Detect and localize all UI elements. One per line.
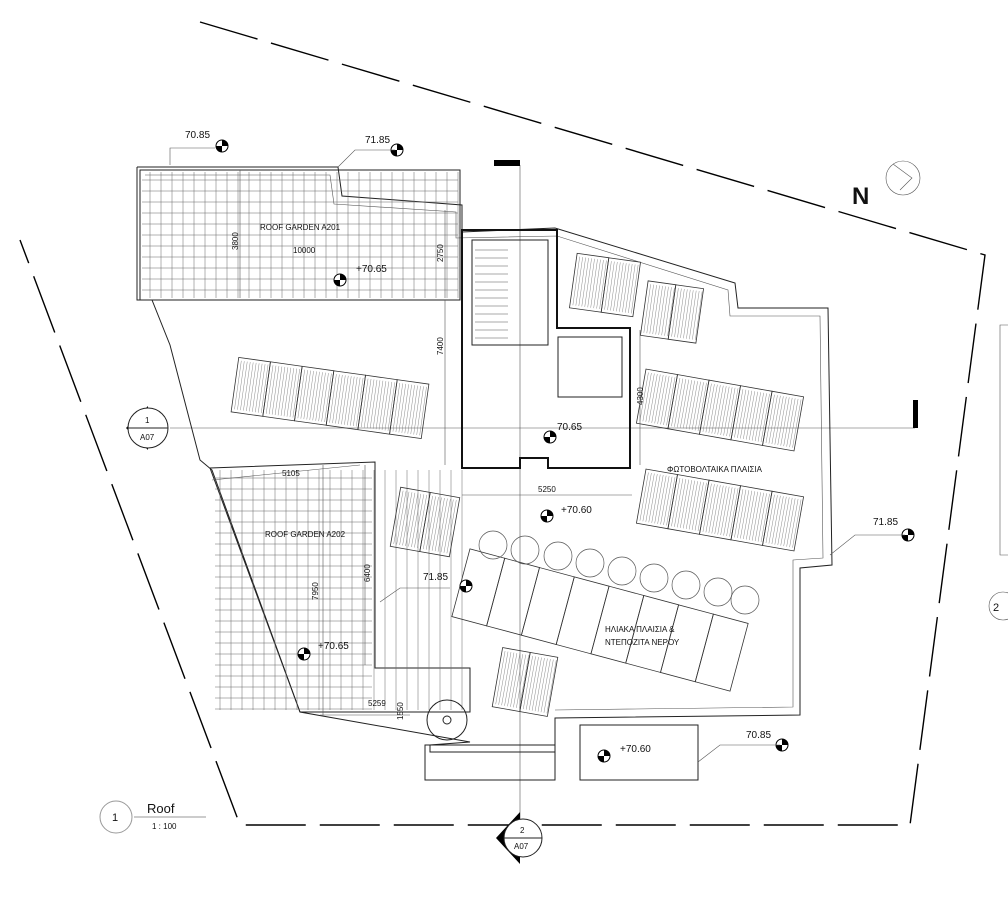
water-tank <box>730 585 760 615</box>
level-marker-icon <box>390 143 404 157</box>
section-marker-1[interactable]: 1 A07 <box>126 406 169 450</box>
water-tank <box>575 548 605 578</box>
label-pv-panels: ΦΩΤΟΒΟΛΤΑΙΚΑ ΠΛΑΙΣΙΑ <box>667 465 763 474</box>
water-tank <box>639 563 669 593</box>
roof-garden-a201 <box>139 169 461 301</box>
solar-panel <box>569 252 610 313</box>
dim-a201-height: 3800 <box>231 232 240 250</box>
section-1-sheet: A07 <box>140 433 155 442</box>
view-number: 1 <box>112 812 118 824</box>
water-tank <box>671 570 701 600</box>
solar-panel-group <box>635 468 805 552</box>
section-2-number: 2 <box>520 826 525 835</box>
edge-marker[interactable] <box>988 591 1008 621</box>
water-tank <box>510 535 540 565</box>
dim-a202-step: 1550 <box>396 702 405 720</box>
solar-panel <box>262 361 303 422</box>
level-center: +70.60 <box>561 505 592 516</box>
solar-panel <box>389 379 430 440</box>
solar-panel-group <box>451 548 749 692</box>
label-solar-line1: ΗΛΙΑΚΑ ΠΛΑΙΣΙΑ & <box>605 625 675 634</box>
solar-panel-group <box>639 280 705 344</box>
solar-panel <box>230 356 271 417</box>
dim-a202-left: 7950 <box>311 582 320 600</box>
section-2-sheet: A07 <box>514 842 529 851</box>
level-left-lower: 71.85 <box>423 572 448 583</box>
label-roof-garden-a202: ROOF GARDEN A202 <box>265 530 346 539</box>
level-marker-icon <box>540 509 554 523</box>
section-cut-top <box>494 160 520 166</box>
level-marker-icon <box>459 579 473 593</box>
building-inner-outline <box>145 174 824 711</box>
solar-panel <box>294 365 335 426</box>
label-roof-garden-a201: ROOF GARDEN A201 <box>260 223 341 232</box>
solar-panel <box>667 284 705 344</box>
north-arrow-icon <box>885 160 921 196</box>
label-solar-line2: ΝΤΕΠΟΖΙΤΑ ΝΕΡΟΥ <box>605 638 680 647</box>
section-marker-2[interactable]: 2 A07 <box>496 812 543 864</box>
dim-a202-inner: 6400 <box>363 564 372 582</box>
solar-panel <box>419 491 461 558</box>
level-bottom-box: +70.60 <box>620 744 651 755</box>
water-tank <box>703 577 733 607</box>
level-garden-a202: +70.65 <box>318 641 349 652</box>
level-right: 71.85 <box>873 517 898 528</box>
solar-panel-group <box>635 368 805 452</box>
solar-panel <box>600 257 641 318</box>
level-bottom-right: 70.85 <box>746 730 771 741</box>
spiral-stair <box>426 699 468 741</box>
water-tank <box>607 556 637 586</box>
level-marker-icon <box>597 749 611 763</box>
solar-panel-group <box>569 252 641 318</box>
solar-panel <box>762 490 805 552</box>
bottom-box-left <box>424 744 556 781</box>
water-tank <box>478 530 508 560</box>
solar-panel <box>639 280 677 340</box>
section-cut-right <box>913 400 918 428</box>
edge-marker-number: 2 <box>993 602 999 614</box>
level-marker-icon <box>543 430 557 444</box>
water-tank <box>543 541 573 571</box>
solar-panel-group <box>491 647 559 717</box>
dim-a201-right: 2750 <box>436 244 445 262</box>
dim-core-right: 4300 <box>636 387 645 405</box>
north-label: N <box>852 183 869 210</box>
roof-garden-a202 <box>209 461 471 713</box>
view-name: Roof <box>147 801 175 816</box>
site-boundary <box>19 21 986 826</box>
building-outline <box>136 166 833 753</box>
dim-core-height: 7400 <box>436 337 445 355</box>
solar-panel <box>694 613 749 692</box>
section-1-number: 1 <box>145 416 150 425</box>
level-marker-icon <box>775 738 789 752</box>
solar-panel <box>519 651 559 717</box>
level-marker-icon <box>297 647 311 661</box>
solar-panel <box>357 374 398 435</box>
bottom-box-right <box>579 724 699 781</box>
level-garden-a201: +70.65 <box>356 264 387 275</box>
dim-a201-width: 10000 <box>293 246 316 255</box>
dim-core-bottom: 5250 <box>538 485 556 494</box>
solar-panel <box>762 390 805 452</box>
dim-a202-top: 5105 <box>282 469 300 478</box>
stair-core <box>461 229 631 469</box>
level-marker-icon <box>215 139 229 153</box>
view-scale: 1 : 100 <box>152 822 177 831</box>
view-title: 1 Roof 1 : 100 <box>99 800 206 834</box>
solar-panel-group <box>230 356 430 440</box>
level-top-left: 70.85 <box>185 130 210 141</box>
dim-a202-bottom: 5259 <box>368 699 386 708</box>
level-top-mid: 71.85 <box>365 135 390 146</box>
level-marker-icon <box>333 273 347 287</box>
solar-panel-group <box>389 486 461 558</box>
solar-panel <box>325 370 366 431</box>
level-stair-core: 70.65 <box>557 422 582 433</box>
